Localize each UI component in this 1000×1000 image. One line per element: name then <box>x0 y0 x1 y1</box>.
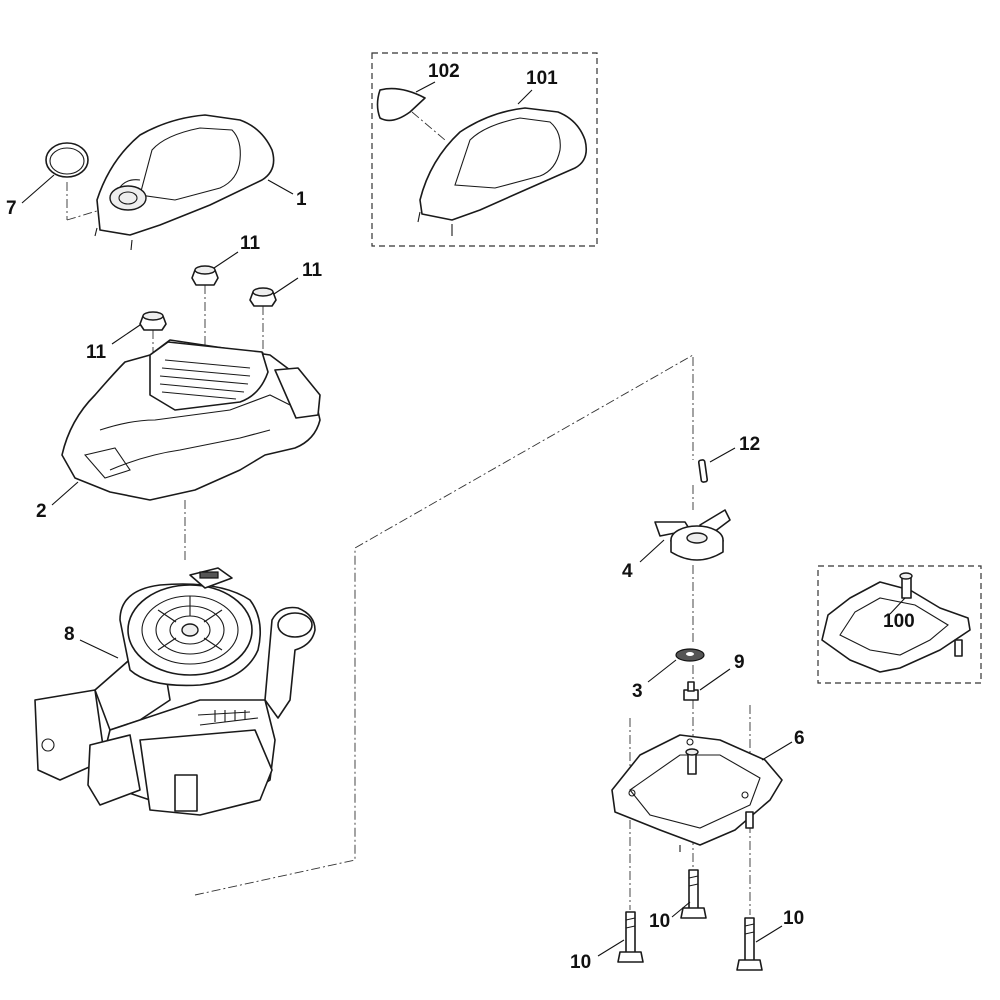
callout-10-a: 10 <box>570 952 592 973</box>
leader-3 <box>647 659 677 683</box>
part-6-base-plate <box>611 734 783 852</box>
leader-10b <box>671 901 691 918</box>
leader-10a <box>597 939 625 957</box>
callout-3: 3 <box>632 681 643 702</box>
leader-10c <box>755 925 783 943</box>
leader-11c <box>111 324 141 345</box>
leader-12 <box>709 447 736 463</box>
part-11-nut-b <box>249 287 277 307</box>
leader-102 <box>415 81 436 93</box>
part-8-engine <box>34 567 316 816</box>
part-101-top-cover <box>417 107 588 236</box>
leader-101 <box>517 89 533 105</box>
part-11-nut-a <box>191 265 219 286</box>
kit-box-100 <box>817 565 982 684</box>
leader-11b <box>273 277 299 295</box>
part-1-top-cover <box>94 114 275 251</box>
callout-100: 100 <box>883 611 915 632</box>
part-7-cap-rim <box>49 147 85 175</box>
part-10-bolt-a <box>617 911 644 963</box>
leader-100 <box>889 597 906 615</box>
assembly-line-main <box>194 354 694 896</box>
callout-10-b: 10 <box>649 911 671 932</box>
callout-8: 8 <box>64 624 75 645</box>
part-12-pin <box>697 459 709 483</box>
leader-8 <box>79 639 119 659</box>
part-10-bolt-b <box>680 869 707 919</box>
callout-11-a: 11 <box>240 233 261 254</box>
callout-1: 1 <box>296 189 307 210</box>
callout-101: 101 <box>526 68 558 89</box>
callout-102: 102 <box>428 61 460 82</box>
assembly-line-7b <box>66 209 101 221</box>
part-100-plate-kit <box>821 572 971 673</box>
callout-12: 12 <box>739 434 761 455</box>
leader-1 <box>267 179 294 195</box>
callout-10-c: 10 <box>783 908 805 929</box>
callout-4: 4 <box>622 561 633 582</box>
part-3-washer <box>675 648 705 662</box>
callout-6: 6 <box>794 728 805 749</box>
assembly-line-102 <box>411 111 446 141</box>
kit-box-101 <box>371 52 598 247</box>
part-4-blade-adapter <box>654 509 731 561</box>
part-102-sticker <box>376 87 426 122</box>
leader-11a <box>213 251 239 269</box>
leader-2 <box>51 481 79 506</box>
callout-9: 9 <box>734 652 745 673</box>
callout-7: 7 <box>6 198 17 219</box>
part-11-nut-c <box>139 311 167 331</box>
part-7-cap <box>45 142 89 178</box>
part-2-engine-hood <box>61 339 321 501</box>
callout-2: 2 <box>36 501 47 522</box>
leader-4 <box>639 539 665 563</box>
part-10-bolt-c <box>736 917 763 971</box>
callout-11-b: 11 <box>302 260 323 281</box>
leader-7 <box>21 174 55 204</box>
leader-9 <box>699 668 731 691</box>
leader-6 <box>761 741 793 761</box>
part-9-screw <box>683 681 699 701</box>
callout-11-c: 11 <box>86 342 107 363</box>
